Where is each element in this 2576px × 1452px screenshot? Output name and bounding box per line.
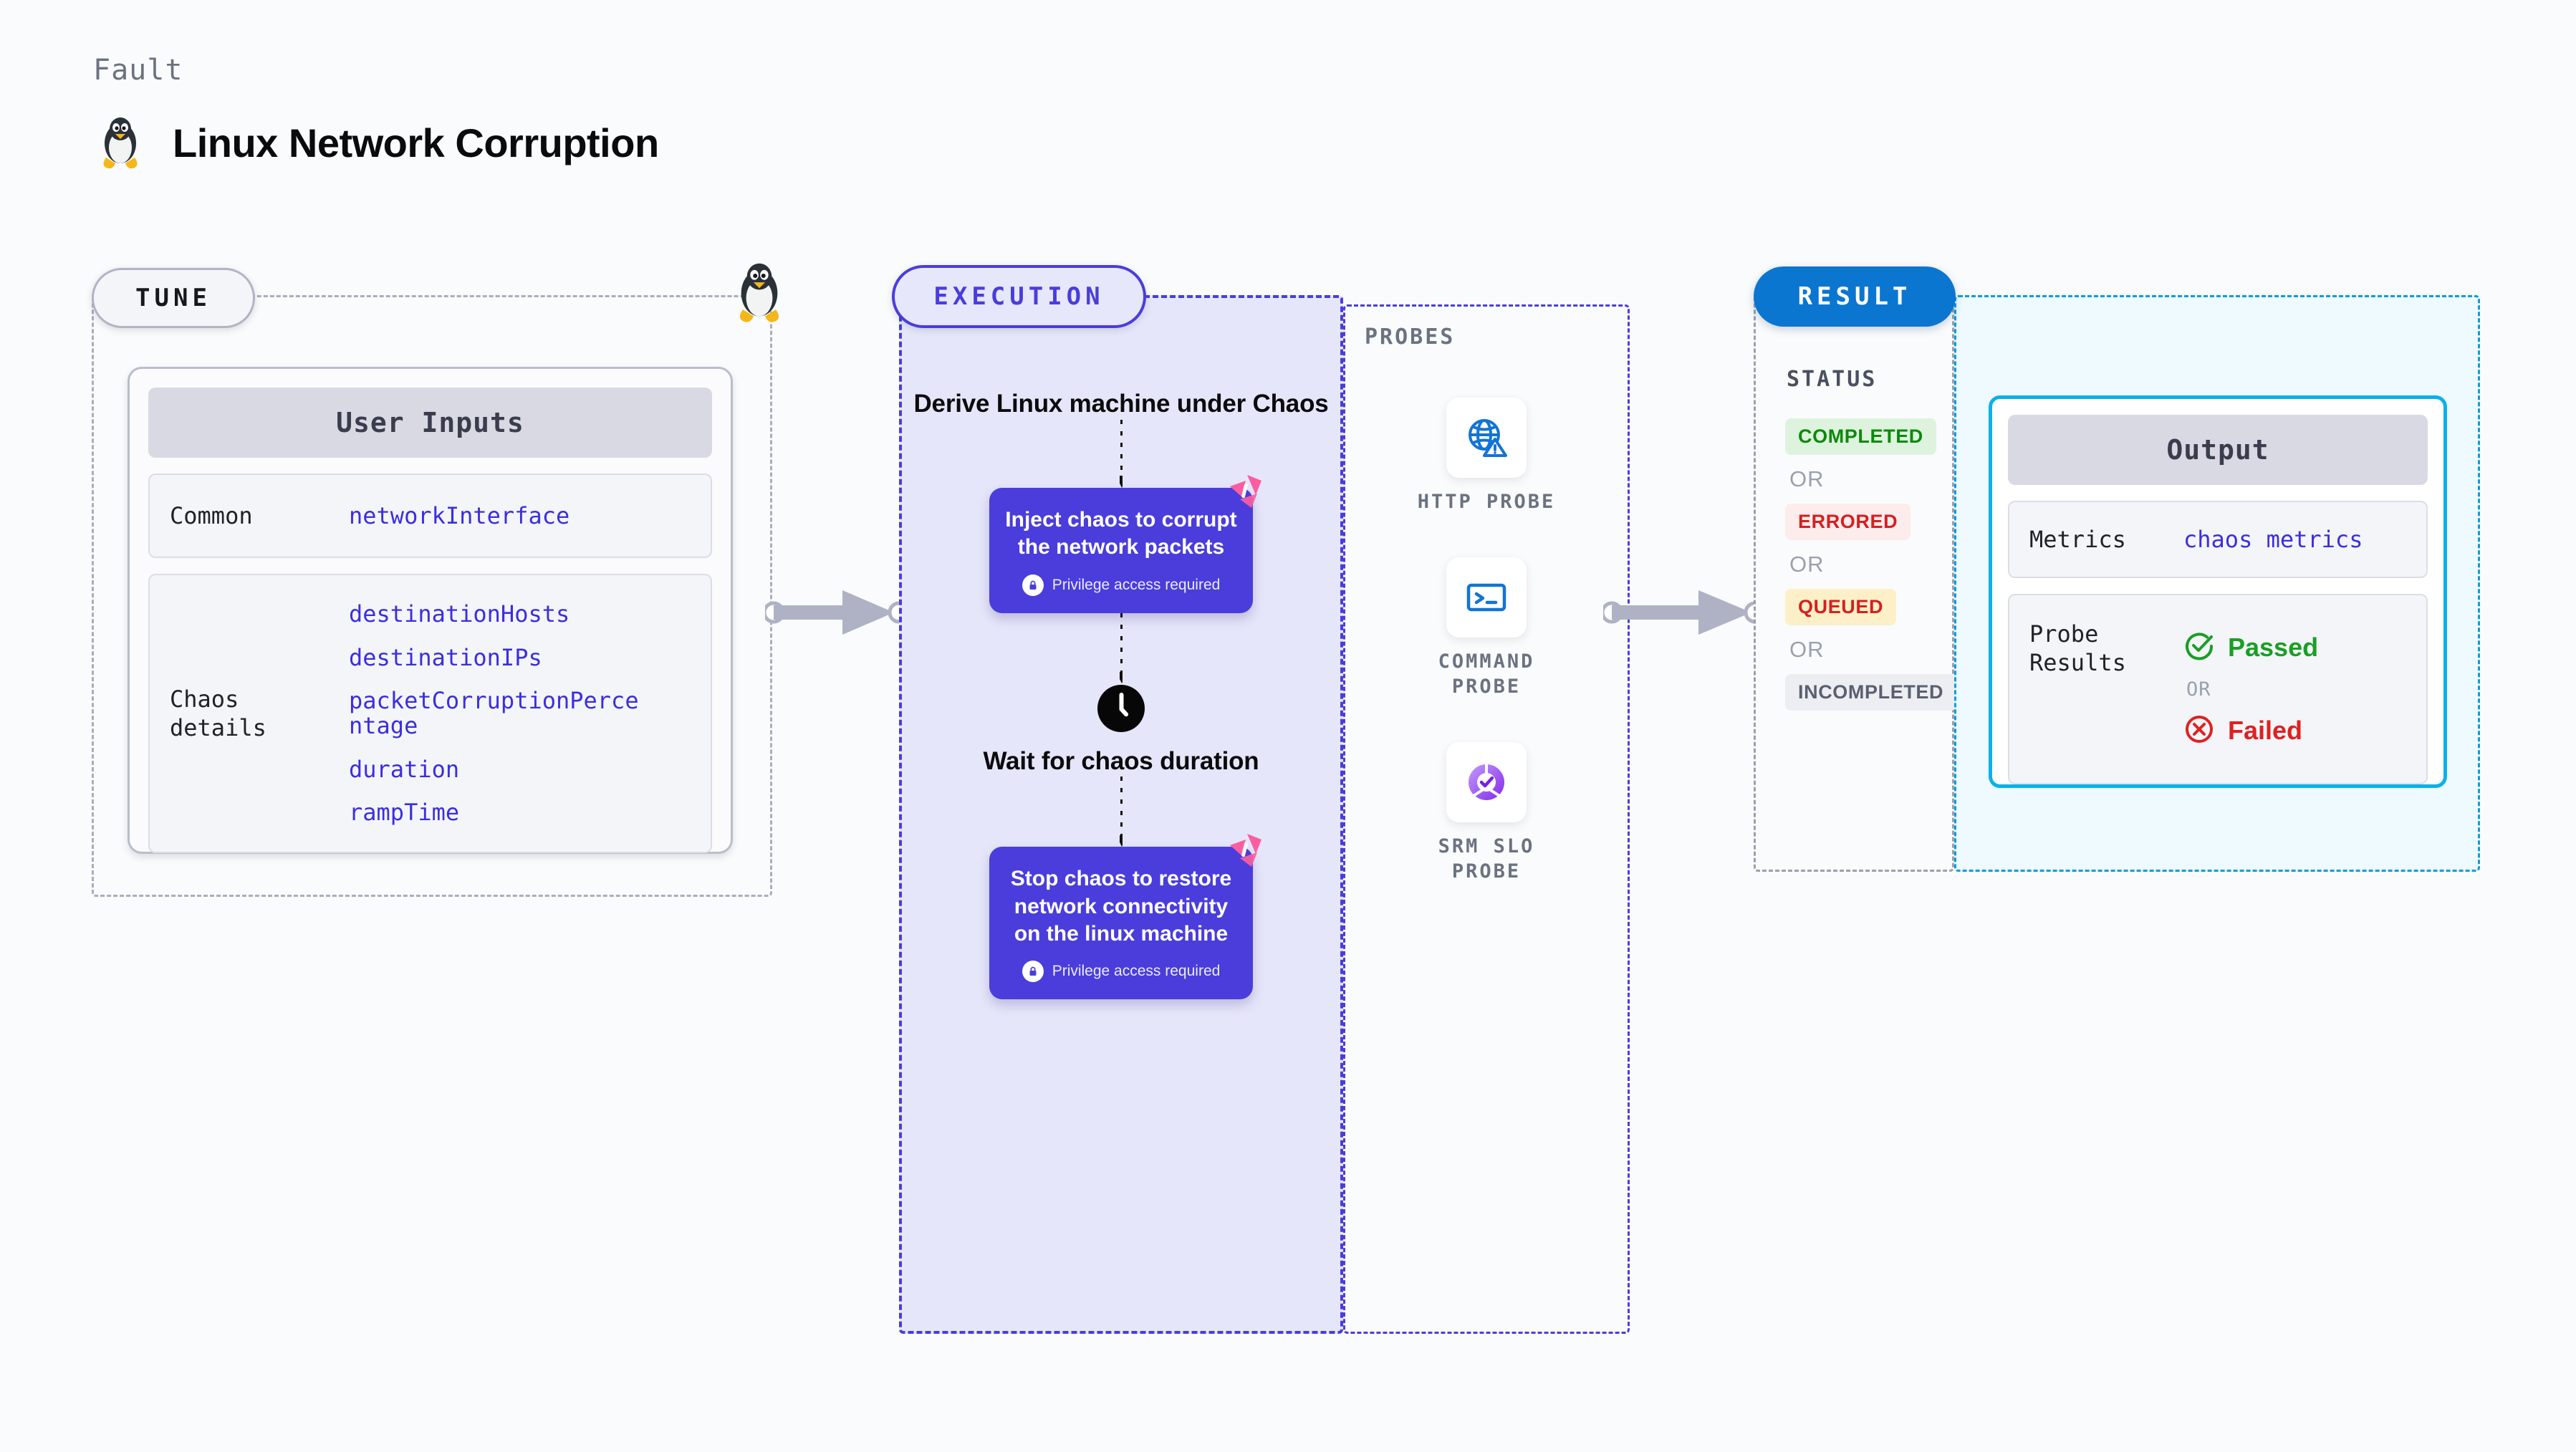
tune-section: TUNE User Inputs Common networkInterface… [92,268,772,897]
flow-node-subtitle-text: Privilege access required [1052,963,1221,980]
arrow-tune-to-execution-icon [765,590,908,635]
output-probe-result-values: Passed OR Failed [2183,630,2318,749]
terminal-icon [1446,557,1527,638]
tune-value[interactable]: networkInterface [349,501,570,529]
probe-srm-slo[interactable]: SRM SLO PROBE [1438,742,1535,884]
flow-node-subtitle-text: Privilege access required [1052,576,1221,593]
probe-command[interactable]: COMMAND PROBE [1438,557,1535,699]
flow-connector-dotted [1120,419,1123,488]
output-card: Output Metrics chaos metrics Probe Resul… [1989,395,2447,788]
tune-row-key: Common [170,502,253,529]
flow-node-subtitle: Privilege access required [1005,961,1237,983]
flow-node-inject-chaos[interactable]: Inject chaos to corrupt the network pack… [989,474,1261,613]
flow-node-stop-chaos[interactable]: Stop chaos to restore network connectivi… [989,834,1261,1000]
page-title-row: Linux Network Corruption [97,115,659,170]
page-kicker: Fault [93,54,183,87]
execution-section: EXECUTION Derive Linux machine under Cha… [892,265,1343,1334]
execution-pill-label[interactable]: EXECUTION [892,265,1146,328]
output-card-title: Output [2008,415,2428,485]
probe-label: COMMAND PROBE [1438,650,1535,698]
execution-flow: Derive Linux machine under Chaos Inject … [899,388,1343,1000]
tune-value[interactable]: packetCorruptionPercentage [349,687,639,739]
flow-connector-dotted [1120,612,1123,683]
tune-pill-label[interactable]: TUNE [92,268,255,328]
x-circle-icon [2183,713,2215,749]
or-separator: OR [1789,637,1825,662]
or-separator: OR [1789,466,1825,491]
globe-warning-icon [1446,398,1527,478]
status-badge-incompleted: INCOMPLETED [1785,674,1957,711]
lock-icon [1022,574,1044,596]
probes-section: PROBES HTTP PROBE [1343,304,1630,1334]
output-row-probe-results: Probe Results Passed OR [2008,594,2428,784]
tune-value[interactable]: duration [349,755,460,783]
probe-http[interactable]: HTTP PROBE [1418,398,1556,514]
tune-row-values: destinationHosts destinationIPs packetCo… [349,602,650,824]
tune-row-key: Chaos details [170,686,266,741]
probe-result-failed: Failed [2183,713,2318,749]
user-inputs-card: User Inputs Common networkInterface Chao… [128,367,733,854]
status-badge-completed: COMPLETED [1785,418,1936,455]
tune-value[interactable]: rampTime [349,799,460,827]
status-badge-errored: ERRORED [1785,504,1911,540]
flow-connector-dotted [1120,777,1123,847]
tune-value[interactable]: destinationIPs [349,643,542,671]
result-status-border [1754,295,1954,872]
probe-result-failed-label: Failed [2228,716,2303,745]
probe-result-passed-label: Passed [2228,633,2319,662]
result-pill-label[interactable]: RESULT [1754,266,1956,327]
tune-mascot-penguin-icon [732,259,787,329]
check-circle-icon [2183,630,2215,665]
linux-penguin-icon [97,115,144,170]
flow-node-title: Inject chaos to corrupt the network pack… [1005,507,1237,559]
result-output-section: Output Metrics chaos metrics Probe Resul… [1954,295,2480,872]
status-badge-list: COMPLETED OR ERRORED OR QUEUED OR INCOMP… [1785,418,1957,711]
tune-value[interactable]: destinationHosts [349,600,570,628]
output-row-key: Metrics [2029,526,2126,553]
flow-step-wait-duration: Wait for chaos duration [983,746,1259,775]
clock-icon [1096,683,1146,737]
flow-node-subtitle: Privilege access required [1005,574,1237,596]
probe-label: SRM SLO PROBE [1438,835,1535,883]
flow-node-title: Stop chaos to restore network connectivi… [1010,867,1232,946]
flow-step-derive-machine: Derive Linux machine under Chaos [913,390,1329,418]
result-status-section: STATUS COMPLETED OR ERRORED OR QUEUED OR… [1754,295,1957,872]
output-metrics-value[interactable]: chaos metrics [2183,525,2363,553]
probes-label: PROBES [1365,324,1456,350]
arrow-probes-to-result-icon [1603,590,1767,635]
status-label: STATUS [1787,367,1878,392]
slo-gauge-check-icon [1446,742,1527,823]
harness-chaos-icon [1226,831,1264,873]
lock-icon [1022,961,1044,983]
tune-row-common: Common networkInterface [148,473,712,558]
probes-list: HTTP PROBE COMMAND PROBE [1343,398,1630,884]
or-separator: OR [1789,552,1825,577]
user-inputs-title: User Inputs [148,388,712,458]
output-row-key: Probe Results [2029,620,2126,676]
harness-chaos-icon [1226,472,1264,514]
probe-label: HTTP PROBE [1417,491,1556,513]
tune-row-chaos-details: Chaos details destinationHosts destinati… [148,574,712,853]
tune-row-values: networkInterface [349,504,569,529]
probe-result-passed: Passed [2183,630,2318,665]
output-row-metrics: Metrics chaos metrics [2008,501,2428,578]
page-title: Linux Network Corruption [173,120,659,165]
or-separator: OR [2186,678,2211,701]
status-badge-queued: QUEUED [1785,589,1897,625]
